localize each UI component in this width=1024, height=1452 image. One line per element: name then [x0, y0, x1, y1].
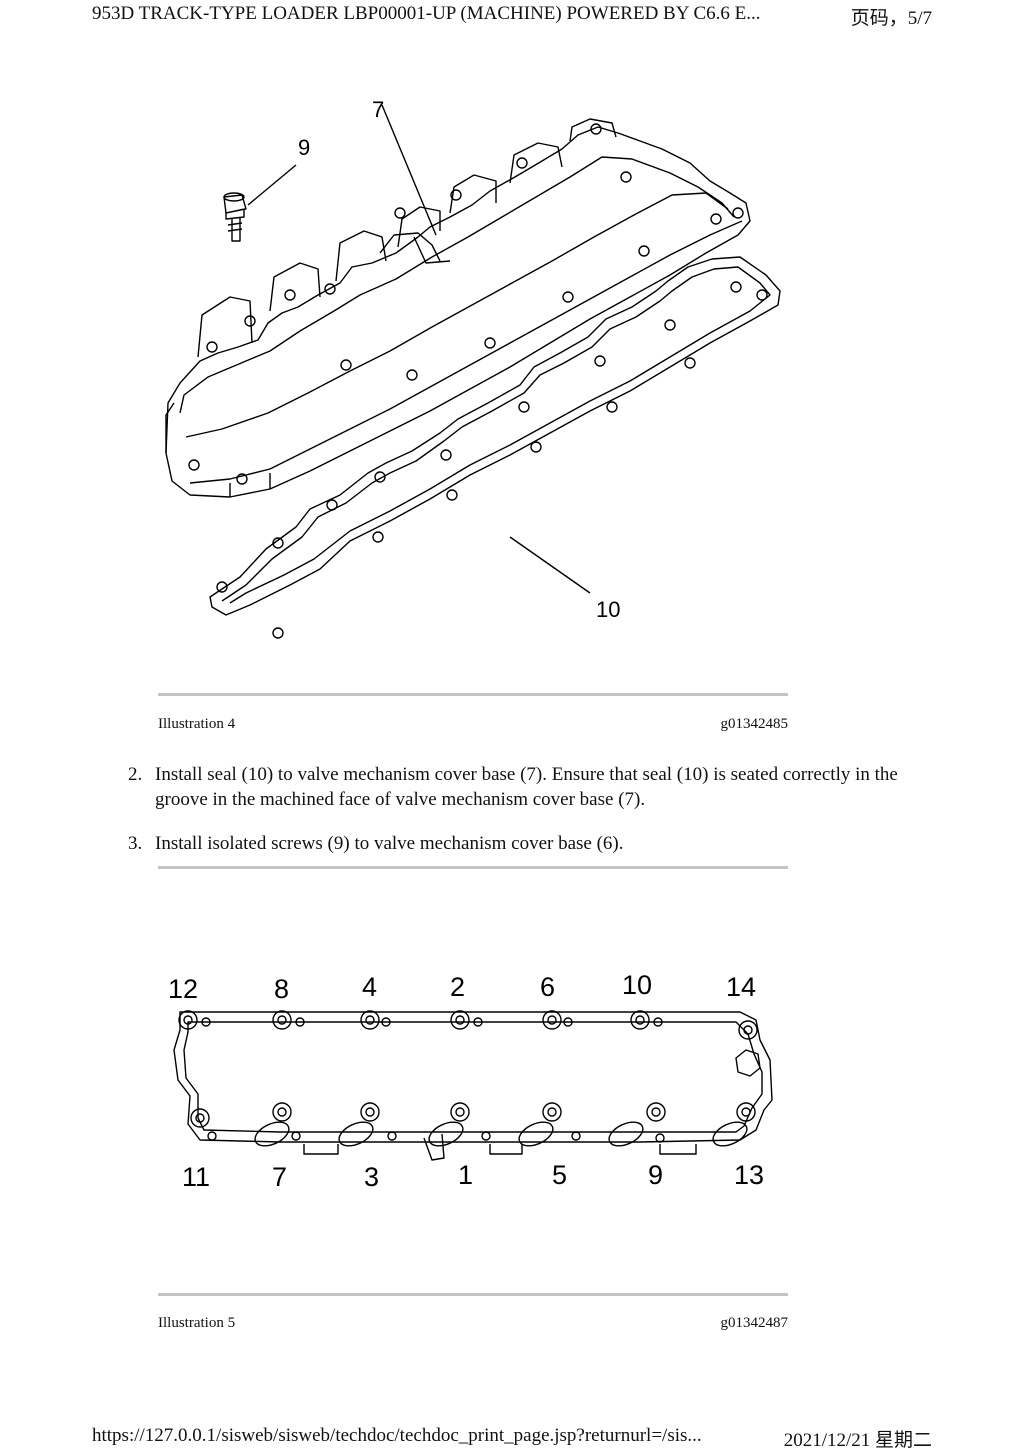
- sequence-number-bottom-5: 5: [552, 1160, 567, 1190]
- sequence-number-top-4: 2: [450, 972, 465, 1002]
- step-number: 2.: [128, 764, 143, 785]
- sequence-number-top-6: 10: [622, 970, 652, 1000]
- sequence-number-top-7: 14: [726, 972, 756, 1002]
- document-title: 953D TRACK-TYPE LOADER LBP00001-UP (MACH…: [92, 3, 761, 24]
- valve-cover-base: [165, 118, 751, 498]
- tightening-sequence-gasket: [173, 1010, 773, 1161]
- sequence-number-bottom-4: 1: [458, 1160, 473, 1190]
- step-number: 3.: [128, 833, 143, 854]
- figure-rule: [158, 1293, 788, 1296]
- sequence-number-top-3: 4: [362, 972, 377, 1002]
- leader-line-7: [381, 104, 437, 236]
- sequence-number-top-2: 8: [274, 974, 289, 1004]
- valve-cover-seal: [209, 256, 781, 639]
- step-item: 3. Install isolated screws (9) to valve …: [128, 831, 918, 856]
- figure-rule: [158, 866, 788, 869]
- figure-rule: [158, 693, 788, 696]
- page-number: 页码，5/7: [850, 8, 932, 29]
- step-item: 2. Install seal (10) to valve mechanism …: [128, 762, 918, 812]
- caption-label: Illustration 5: [158, 1315, 236, 1331]
- illustration-4: 7 9 10: [150, 85, 800, 655]
- caption-image-id: g01342485: [720, 716, 789, 732]
- step-text: Install seal (10) to valve mechanism cov…: [155, 764, 898, 810]
- sequence-number-top-1: 12: [168, 974, 198, 1004]
- step-text: Install isolated screws (9) to valve mec…: [155, 833, 624, 854]
- sequence-number-top-5: 6: [540, 972, 555, 1002]
- illustration-5: 12 8 4 2 6 10 14 11 7 3 1 5 9 13: [160, 960, 790, 1200]
- sequence-number-bottom-7: 13: [734, 1160, 764, 1190]
- callout-7: 7: [372, 97, 384, 122]
- source-url: https://127.0.0.1/sisweb/sisweb/techdoc/…: [92, 1425, 702, 1446]
- sequence-number-bottom-2: 7: [272, 1162, 287, 1192]
- sequence-number-bottom-3: 3: [364, 1162, 379, 1192]
- sequence-number-bottom-1: 11: [182, 1162, 210, 1192]
- sequence-number-bottom-6: 9: [648, 1160, 663, 1190]
- leader-line-10: [509, 536, 591, 594]
- isolated-screw: [223, 192, 247, 242]
- callout-9: 9: [298, 135, 310, 160]
- procedure-steps: 2. Install seal (10) to valve mechanism …: [128, 762, 918, 875]
- caption-label: Illustration 4: [158, 716, 236, 732]
- callout-10: 10: [596, 597, 620, 622]
- print-date: 2021/12/21 星期二: [783, 1430, 932, 1451]
- caption-image-id: g01342487: [720, 1315, 789, 1331]
- leader-line-9: [247, 164, 297, 206]
- cover-bolt-holes: [188, 123, 744, 485]
